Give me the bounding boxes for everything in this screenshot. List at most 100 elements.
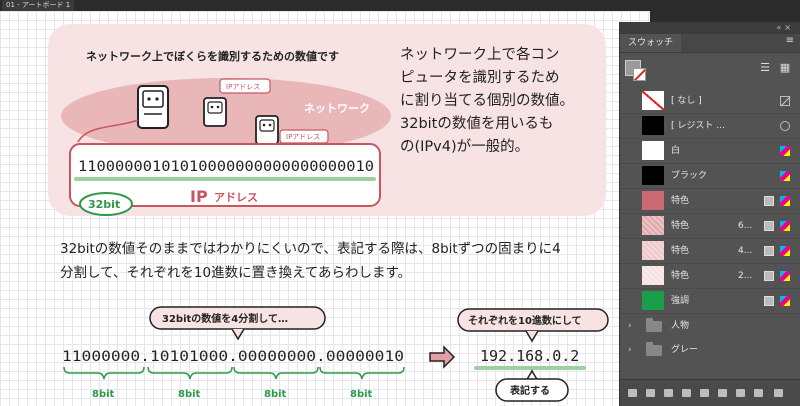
swatch-row[interactable]: [ なし ]	[620, 89, 800, 114]
illustration-headline: ネットワーク上でぼくらを識別するための数値です	[86, 49, 339, 63]
artboard-label[interactable]: 01 - アートボード 1	[2, 0, 75, 11]
hamburger-menu-icon[interactable]: ≡	[785, 35, 794, 46]
no-print-icon	[780, 96, 790, 106]
new-swatch-icon[interactable]	[754, 389, 763, 397]
swatch-group[interactable]: › 人物	[620, 314, 800, 338]
cmyk-icon	[780, 196, 790, 206]
swatch-row[interactable]: ブラック	[620, 164, 800, 189]
trash-icon[interactable]	[774, 389, 783, 397]
card-text-line: ネットワーク上で各コン	[400, 47, 560, 63]
swatch-label: 白	[671, 146, 681, 156]
panel-tab-bar: スウォッチ ≡	[620, 34, 800, 53]
swatch-chip	[642, 216, 664, 235]
swatch-groups: › 人物 › グレー	[620, 314, 800, 362]
spot-color-icon	[764, 221, 774, 231]
bit-label: 8bit	[350, 389, 373, 400]
bit-label: 32bit	[88, 198, 120, 211]
computer-icon	[255, 115, 279, 145]
connector-line	[77, 119, 139, 143]
swatch-label: [ なし ]	[671, 96, 702, 106]
binary-ip: 11000000101010000000000000000010	[78, 159, 374, 175]
swatch-label: 強調	[671, 296, 690, 306]
panel-titlebar[interactable]: «×	[620, 22, 800, 34]
swatch-row[interactable]: 特色	[620, 189, 800, 214]
panel-collapse-icon[interactable]: «×	[776, 23, 794, 32]
show-kinds-icon[interactable]	[646, 389, 655, 397]
panel-footer	[620, 379, 800, 406]
card-text-line: の(IPv4)が一般的。	[400, 139, 530, 155]
swatch-tint-value: 6...	[738, 221, 753, 231]
tab-swatches[interactable]: スウォッチ	[620, 34, 682, 52]
folder-icon	[646, 318, 662, 332]
computer-icon	[203, 97, 227, 127]
folder-icon[interactable]	[718, 389, 727, 397]
computer-icon	[137, 85, 169, 129]
swatch-group[interactable]: › グレー	[620, 338, 800, 362]
swatch-label: 特色	[671, 221, 690, 231]
card-text-line: 32bitの数値を用いるも	[400, 116, 554, 132]
swatches-panel: «× スウォッチ ≡ ☰ ▦ [ なし ][ レジスト ...白ブラック特色特色…	[619, 22, 800, 406]
decimal-ip: 192.168.0.2	[480, 347, 579, 365]
speech-bubble: 32bitの数値を4分割して…	[149, 306, 326, 341]
paragraph-line: 32bitの数値そのままではわかりにくいので、表記する際は、8bitずつの固まり…	[60, 241, 561, 257]
network-label: ネットワーク	[304, 102, 370, 115]
library-icon[interactable]	[628, 389, 637, 397]
bit-label: 8bit	[178, 389, 201, 400]
ip-tag-small: IPアドレス	[279, 129, 329, 144]
conversion-diagram: 32bitの数値を4分割して… 11000000.10101000.000000…	[62, 306, 609, 402]
binary-dotted: 11000000.10101000.00000000.00000010	[62, 349, 404, 365]
bit-braces	[63, 366, 405, 380]
swatch-options-icon[interactable]	[682, 389, 691, 397]
swatch-chip	[642, 291, 664, 310]
ip-address-illustration: ネットワーク上でぼくらを識別するための数値です ネットワーク	[61, 49, 391, 216]
list-view-icon[interactable]: ☰	[760, 61, 770, 74]
group-label: 人物	[671, 321, 690, 331]
cloud-icon[interactable]	[664, 389, 673, 397]
swatch-label: [ レジスト ...	[671, 121, 725, 131]
swatch-row[interactable]: 強調	[620, 289, 800, 314]
spot-color-icon	[764, 196, 774, 206]
svg-text:IPアドレス: IPアドレス	[286, 133, 320, 141]
svg-text:32bitの数値を4分割して…: 32bitの数値を4分割して…	[162, 312, 288, 325]
cmyk-icon	[780, 146, 790, 156]
swatch-chip	[642, 116, 664, 135]
swatch-chip	[642, 241, 664, 260]
ip-address-card: ネットワーク上でぼくらを識別するための数値です ネットワーク	[48, 24, 606, 216]
svg-text:表記する: 表記する	[509, 384, 550, 397]
grid-view-icon[interactable]: ▦	[779, 61, 791, 74]
spot-color-icon	[764, 271, 774, 281]
stroke-swatch-icon[interactable]	[633, 68, 646, 81]
swatch-row[interactable]: 白	[620, 139, 800, 164]
ip-tag: IPアドレス	[219, 78, 271, 94]
swatch-row[interactable]: 特色 6...	[620, 214, 800, 239]
swatch-label: 特色	[671, 196, 690, 206]
swatch-row[interactable]: [ レジスト ...	[620, 114, 800, 139]
swatch-label: 特色	[671, 246, 690, 256]
ip-address-box	[69, 143, 381, 207]
chevron-right-icon[interactable]: ›	[628, 345, 632, 355]
cmyk-icon	[780, 246, 790, 256]
group-label: グレー	[671, 345, 699, 355]
svg-text:IPアドレス: IPアドレス	[226, 83, 260, 91]
color-group-icon[interactable]	[700, 389, 709, 397]
cmyk-icon	[780, 271, 790, 281]
ip-caption-address: アドレス	[214, 191, 258, 204]
new-group-icon[interactable]	[736, 389, 745, 397]
spot-color-icon	[764, 296, 774, 306]
swatch-tint-value: 2...	[738, 271, 753, 281]
chevron-right-icon[interactable]: ›	[628, 321, 632, 331]
paragraph-line: 分割して、それぞれを10進数に置き換えてあらわします。	[60, 265, 412, 281]
swatch-chip	[642, 266, 664, 285]
registration-icon	[780, 121, 790, 131]
spot-color-icon	[764, 246, 774, 256]
swatch-chip	[642, 141, 664, 160]
bit-label: 8bit	[264, 389, 287, 400]
arrow-right-icon	[429, 345, 456, 369]
swatch-label: ブラック	[671, 171, 708, 181]
swatch-chip	[642, 166, 664, 185]
cmyk-icon	[780, 171, 790, 181]
artboard-canvas[interactable]: ネットワーク上でぼくらを識別するための数値です ネットワーク	[0, 11, 650, 406]
